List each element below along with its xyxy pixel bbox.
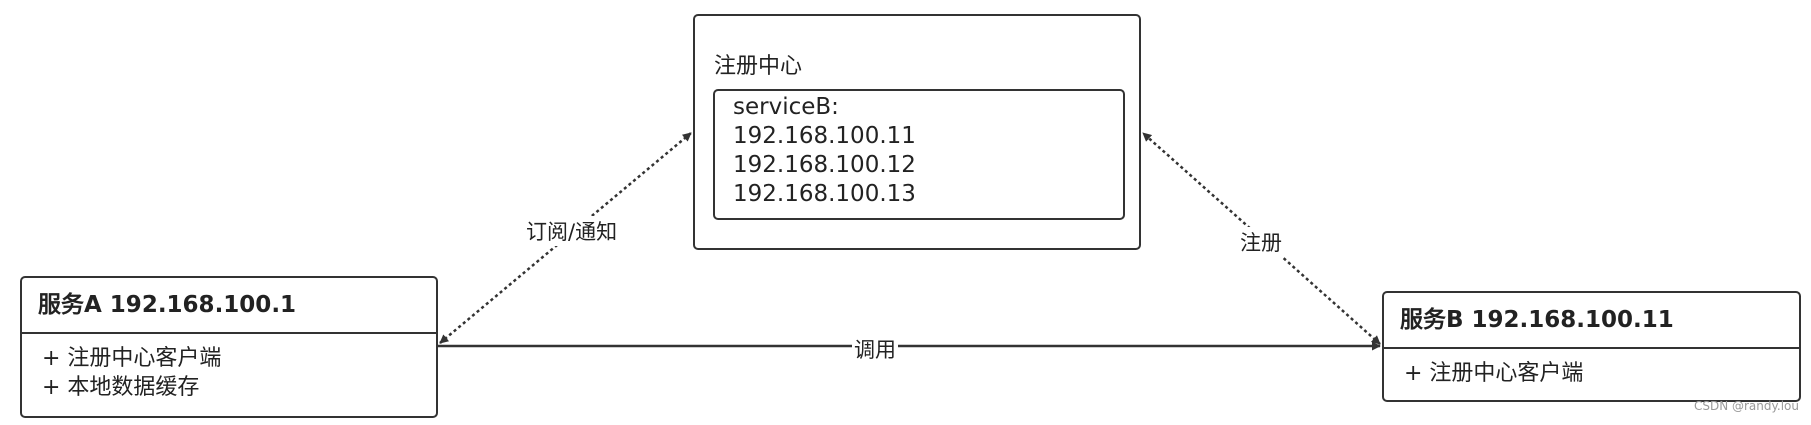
service-b-member-list: + 注册中心客户端 bbox=[1384, 349, 1799, 388]
registry-entries-box: serviceB: 192.168.100.11 192.168.100.12 … bbox=[713, 89, 1125, 220]
registry-node: 注册中心 serviceB: 192.168.100.11 192.168.10… bbox=[693, 14, 1141, 250]
service-a-node: 服务A 192.168.100.1 + 注册中心客户端 + 本地数据缓存 bbox=[20, 276, 438, 418]
edge-label-subscribe-notify: 订阅/通知 bbox=[524, 216, 620, 246]
service-a-title: 服务A 192.168.100.1 bbox=[22, 278, 436, 334]
registry-entry-address: 192.168.100.13 bbox=[733, 181, 916, 207]
watermark-text: CSDN @randy.lou bbox=[1693, 399, 1799, 413]
service-b-member: + 注册中心客户端 bbox=[1404, 361, 1584, 386]
registry-entry-address: 192.168.100.12 bbox=[733, 152, 916, 178]
registry-title: 注册中心 bbox=[714, 54, 803, 79]
edge-label-register: 注册 bbox=[1238, 227, 1284, 257]
service-b-node: 服务B 192.168.100.11 + 注册中心客户端 bbox=[1382, 291, 1801, 402]
service-a-member: + 注册中心客户端 bbox=[42, 346, 222, 371]
service-b-title: 服务B 192.168.100.11 bbox=[1384, 293, 1799, 349]
service-a-member: + 本地数据缓存 bbox=[42, 375, 200, 400]
registry-entry-address: 192.168.100.11 bbox=[733, 123, 916, 149]
edge-label-invoke: 调用 bbox=[852, 334, 898, 364]
registry-entry-service: serviceB: bbox=[733, 94, 839, 120]
service-a-member-list: + 注册中心客户端 + 本地数据缓存 bbox=[22, 334, 436, 402]
